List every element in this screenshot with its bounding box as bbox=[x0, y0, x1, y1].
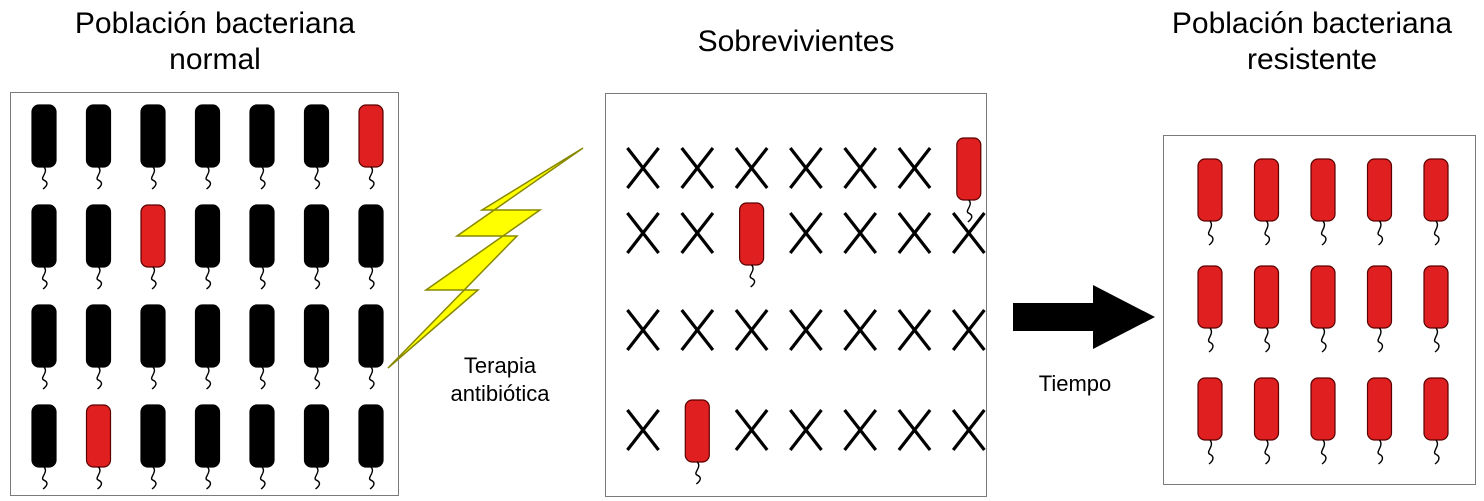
title-normal-line-2: normal bbox=[169, 43, 261, 76]
bacterium-icon bbox=[358, 304, 384, 390]
bacterium-icon bbox=[194, 204, 221, 290]
bacterium-icon bbox=[194, 304, 221, 390]
bacterium-icon bbox=[303, 304, 330, 390]
bacterium-icon bbox=[249, 204, 275, 290]
lightning-bolt-icon bbox=[387, 147, 584, 369]
bacterium-icon bbox=[1423, 158, 1449, 246]
bacterium-icon bbox=[303, 404, 330, 490]
cross-mark-icon bbox=[626, 212, 660, 254]
panel-survivors bbox=[605, 93, 987, 497]
cross-mark-icon bbox=[626, 409, 660, 451]
cross-mark-icon bbox=[843, 409, 878, 451]
title-resistant-line-1: Población bacteriana bbox=[1171, 7, 1453, 40]
cross-mark-icon bbox=[680, 309, 715, 351]
bacterium-icon bbox=[738, 202, 765, 288]
bacterium-icon bbox=[1366, 265, 1393, 353]
bacterium-icon bbox=[1253, 158, 1280, 246]
bacterium-icon bbox=[31, 104, 57, 190]
cross-mark-icon bbox=[626, 147, 660, 189]
cross-mark-icon bbox=[951, 309, 986, 351]
bacterium-icon bbox=[1423, 265, 1449, 353]
cross-mark-icon bbox=[734, 147, 769, 189]
bacterium-icon bbox=[1197, 377, 1223, 465]
label-therapy-line-1: Terapia bbox=[463, 353, 537, 378]
cross-mark-icon bbox=[789, 212, 823, 254]
bacterium-icon bbox=[1366, 377, 1393, 465]
bacterium-icon bbox=[303, 204, 330, 290]
bacterium-icon bbox=[85, 104, 112, 190]
bacterium-icon bbox=[194, 404, 221, 490]
survivors-bacteria bbox=[626, 137, 986, 485]
bacterium-icon bbox=[31, 304, 57, 390]
cross-mark-icon bbox=[897, 409, 932, 451]
bacterium-icon bbox=[249, 304, 275, 390]
bacterium-icon bbox=[85, 404, 112, 490]
cross-mark-icon bbox=[843, 309, 878, 351]
bacterium-icon bbox=[1197, 265, 1223, 353]
bacterium-icon bbox=[1423, 377, 1449, 465]
bacterium-icon bbox=[956, 137, 982, 223]
bacterium-icon bbox=[140, 204, 166, 290]
bacterium-icon bbox=[140, 304, 166, 390]
title-normal-population: Población bacteriana normal bbox=[20, 6, 410, 78]
cross-mark-icon bbox=[680, 147, 715, 189]
bacterium-icon bbox=[249, 104, 275, 190]
bacterium-icon bbox=[194, 104, 221, 190]
resistant-population-bacteria bbox=[1197, 158, 1449, 465]
cross-mark-icon bbox=[789, 309, 823, 351]
label-therapy-line-2: antibiótica bbox=[450, 381, 550, 406]
bacterium-icon bbox=[358, 204, 384, 290]
label-time: Tiempo bbox=[1038, 371, 1112, 396]
bacterium-icon bbox=[140, 404, 166, 490]
cross-mark-icon bbox=[951, 409, 986, 451]
bacterium-icon bbox=[1253, 377, 1280, 465]
bacterium-icon bbox=[303, 104, 330, 190]
bacterium-icon bbox=[1310, 265, 1336, 353]
title-resistant-population: Población bacteriana resistente bbox=[1140, 6, 1484, 78]
bacterium-icon bbox=[1253, 265, 1280, 353]
title-resistant-line-2: resistente bbox=[1246, 43, 1378, 76]
title-normal-line-1: Población bacteriana bbox=[74, 7, 356, 40]
bacterium-icon bbox=[31, 404, 57, 490]
cross-mark-icon bbox=[789, 409, 823, 451]
bacterium-icon bbox=[249, 404, 275, 490]
cross-mark-icon bbox=[897, 309, 932, 351]
bacterium-icon bbox=[1310, 377, 1336, 465]
title-survivors: Sobrevivientes bbox=[605, 24, 987, 60]
bacterium-icon bbox=[684, 399, 710, 485]
bacterium-icon bbox=[358, 104, 384, 190]
cross-mark-icon bbox=[897, 147, 932, 189]
bacterium-icon bbox=[1366, 158, 1393, 246]
cross-mark-icon bbox=[789, 147, 823, 189]
label-antibiotic-therapy: Terapia antibiótica bbox=[420, 352, 580, 408]
normal-population-bacteria bbox=[31, 104, 384, 490]
cross-mark-icon bbox=[626, 309, 660, 351]
bacterium-icon bbox=[85, 304, 112, 390]
bacterium-icon bbox=[140, 104, 166, 190]
cross-mark-icon bbox=[734, 309, 769, 351]
bacterium-icon bbox=[31, 204, 57, 290]
cross-mark-icon bbox=[680, 212, 715, 254]
cross-mark-icon bbox=[951, 212, 986, 254]
cross-mark-icon bbox=[843, 147, 878, 189]
title-survivors-line-1: Sobrevivientes bbox=[697, 25, 895, 58]
bacterium-icon bbox=[1197, 158, 1223, 246]
cross-mark-icon bbox=[843, 212, 878, 254]
bacterium-icon bbox=[85, 204, 112, 290]
right-arrow-icon bbox=[1013, 285, 1155, 349]
cross-mark-icon bbox=[897, 212, 932, 254]
cross-mark-icon bbox=[734, 409, 769, 451]
bacterium-icon bbox=[1310, 158, 1336, 246]
bacterium-icon bbox=[358, 404, 384, 490]
